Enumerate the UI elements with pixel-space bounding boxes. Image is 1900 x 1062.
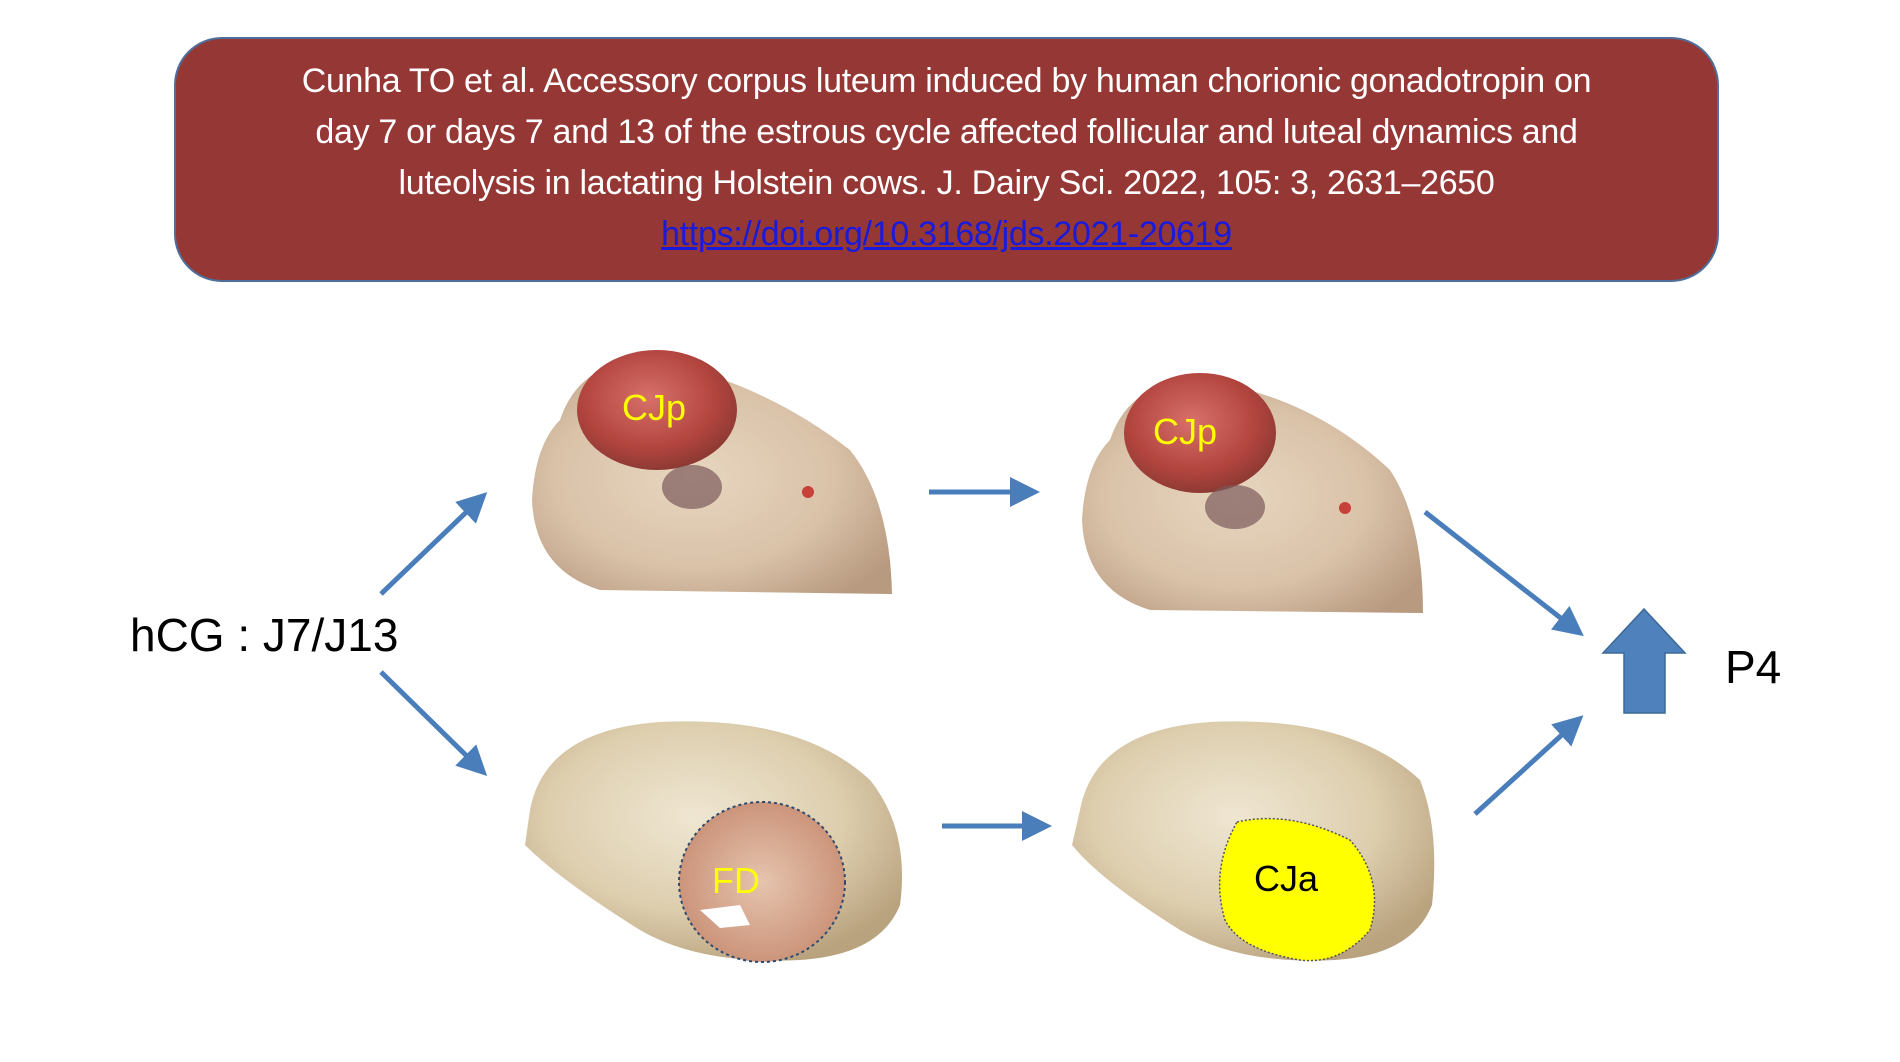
arrow-bottom-to-p4 xyxy=(1473,715,1584,816)
arrow-top-to-p4 xyxy=(1423,510,1584,637)
ovary-image-bottom-left xyxy=(525,721,902,963)
label-cjp-top-right: CJp xyxy=(1152,411,1218,452)
ovary-image-top-left xyxy=(532,350,892,594)
citation-line-3: luteolysis in lactating Holstein cows. J… xyxy=(398,164,1495,202)
label-cja: CJa xyxy=(1253,858,1319,899)
ovary-image-top-right xyxy=(1082,373,1423,613)
arrow-hcg-to-bottom xyxy=(379,670,488,776)
ovary-image-bottom-right xyxy=(1072,721,1435,962)
citation-line-1: Cunha TO et al. Accessory corpus luteum … xyxy=(301,62,1592,100)
outcome-label: P4 xyxy=(1725,641,1782,693)
citation-line-2: day 7 or days 7 and 13 of the estrous cy… xyxy=(315,113,1578,151)
increase-arrow-icon xyxy=(1601,607,1687,714)
label-fd: FD xyxy=(712,860,760,901)
arrow-hcg-to-top xyxy=(379,492,488,596)
citation-box: Cunha TO et al. Accessory corpus luteum … xyxy=(174,37,1719,282)
treatment-label: hCG : J7/J13 xyxy=(130,609,399,661)
doi-link[interactable]: https://doi.org/10.3168/jds.2021-20619 xyxy=(661,215,1232,253)
label-cjp-top-left: CJp xyxy=(621,387,687,428)
